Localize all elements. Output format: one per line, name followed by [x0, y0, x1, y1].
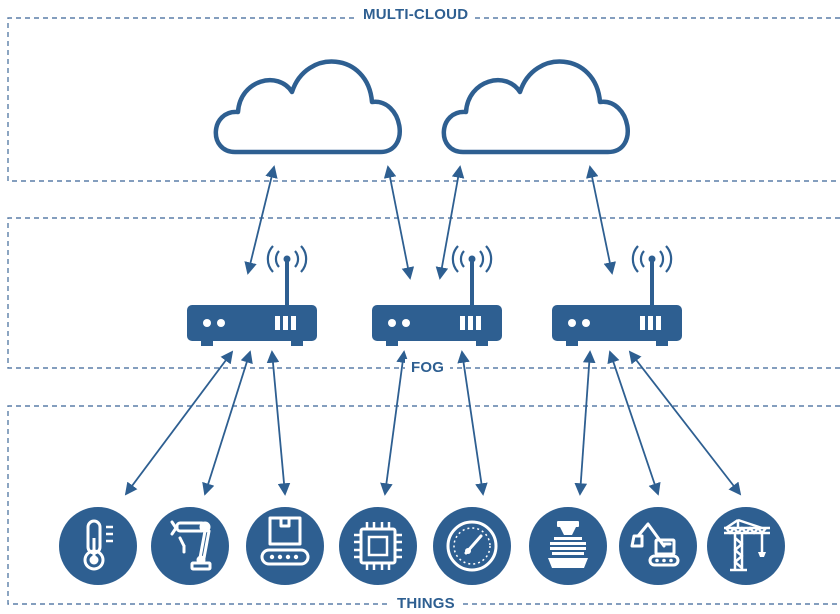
arrow-router-right-crane — [628, 350, 742, 496]
arrow-router-left-robotic-arm — [202, 350, 253, 496]
things-label: THINGS — [391, 595, 461, 613]
fog-layer-box — [7, 217, 840, 369]
wireless-router-icon — [550, 244, 684, 348]
multi-cloud-layer-box — [7, 17, 840, 182]
industrial-machine-icon — [529, 507, 607, 585]
excavator-icon — [619, 507, 697, 585]
fog-label: FOG — [405, 359, 451, 377]
arrow-router-right-machine — [574, 350, 596, 496]
cloud-fog-connections — [244, 165, 616, 280]
robotic-arm-icon — [151, 507, 229, 585]
arrow-cloud-left-router-center — [383, 165, 415, 280]
gauge-icon — [433, 507, 511, 585]
thermometer-icon — [59, 507, 137, 585]
arrow-router-left-conveyor — [266, 350, 291, 496]
fog-things-connections — [124, 350, 742, 496]
arrow-cloud-right-router-right — [586, 165, 616, 275]
arrow-cloud-right-router-center — [435, 165, 465, 280]
arrow-router-center-gauge — [457, 350, 488, 496]
arrow-router-left-thermometer — [124, 350, 234, 496]
arrow-router-right-excavator — [607, 350, 661, 496]
cloud-right-icon — [441, 59, 630, 155]
microchip-icon — [339, 507, 417, 585]
arrow-cloud-left-router-left — [244, 165, 278, 275]
wireless-router-icon — [370, 244, 504, 348]
arrow-router-center-microchip — [380, 350, 409, 496]
conveyor-icon — [246, 507, 324, 585]
cloud-left-icon — [213, 59, 402, 155]
wireless-router-icon — [185, 244, 319, 348]
things-layer-box — [7, 405, 840, 605]
crane-icon — [707, 507, 785, 585]
multi-cloud-label: MULTI-CLOUD — [357, 6, 475, 24]
